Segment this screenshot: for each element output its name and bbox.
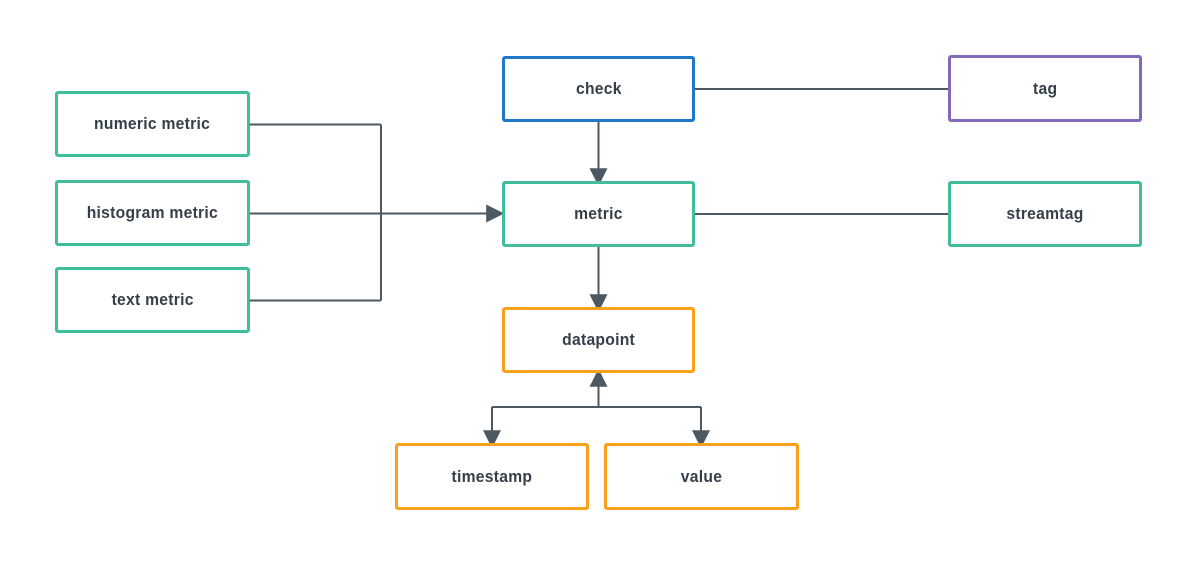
node-timestamp: timestamp — [395, 443, 589, 510]
node-metric-label: metric — [574, 204, 623, 223]
node-histogram-metric-label: histogram metric — [86, 203, 219, 222]
node-tag: tag — [948, 55, 1142, 122]
node-check-label: check — [575, 79, 622, 98]
node-timestamp-label: timestamp — [451, 466, 533, 486]
node-value-label: value — [680, 466, 723, 486]
node-datapoint-label: datapoint — [562, 330, 635, 349]
node-numeric-metric: numeric metric — [55, 91, 250, 157]
node-check: check — [502, 56, 695, 122]
node-text-metric: text metric — [55, 267, 250, 333]
node-metric: metric — [502, 181, 695, 247]
node-numeric-metric-label: numeric metric — [94, 114, 211, 133]
node-streamtag-label: streamtag — [1006, 204, 1084, 223]
node-datapoint: datapoint — [502, 307, 695, 373]
node-tag-label: tag — [1032, 78, 1058, 98]
node-value: value — [604, 443, 799, 510]
node-histogram-metric: histogram metric — [55, 180, 250, 246]
node-streamtag: streamtag — [948, 181, 1142, 247]
node-text-metric-label: text metric — [111, 290, 194, 309]
